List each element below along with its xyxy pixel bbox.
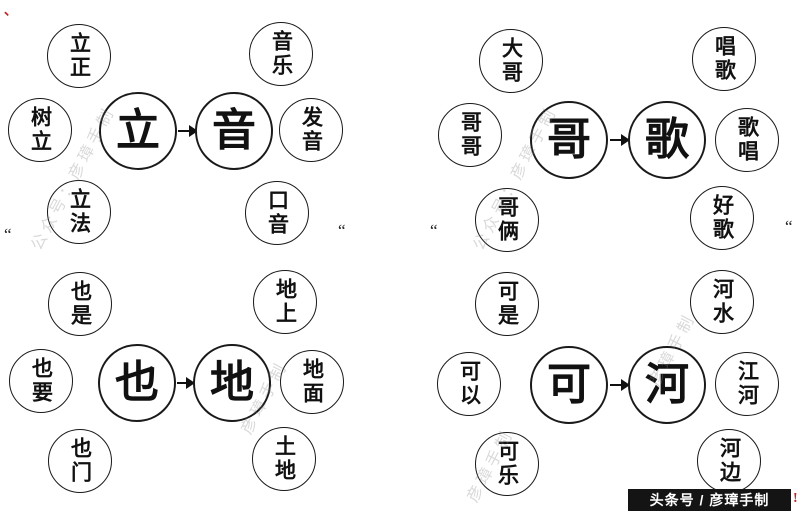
quote-mark: “ [430, 221, 438, 240]
word-label: 也是 [68, 280, 93, 328]
word-circle-shuli: 树立 [8, 98, 72, 162]
word-label: 地上 [273, 278, 298, 326]
word-label: 河边 [717, 437, 742, 485]
word-label: 河水 [710, 278, 735, 326]
word-label: 立正 [67, 32, 92, 80]
word-label: 口音 [265, 189, 290, 237]
right-arrow-icon [177, 377, 195, 389]
word-circle-fayin: 发音 [279, 98, 343, 162]
word-label: 发音 [299, 106, 324, 154]
word-circle-yeyao: 也要 [9, 349, 73, 413]
word-label: 地面 [300, 358, 325, 406]
word-circle-jianghe: 江河 [715, 352, 779, 416]
word-label: 江河 [735, 360, 760, 408]
char-label: 地 [210, 358, 254, 407]
word-circle-kouyin: 口音 [245, 181, 309, 245]
credit-banner-text: 头条号 / 彦璋手制 [649, 492, 770, 508]
right-arrow-icon [610, 379, 630, 391]
word-label: 歌唱 [735, 116, 760, 164]
word-circle-kele: 可乐 [475, 432, 539, 496]
word-circle-yeshi: 也是 [48, 272, 112, 336]
word-label: 哥哥 [458, 111, 483, 159]
char-circle-he: 河 [628, 346, 706, 424]
word-circle-dage: 大哥 [479, 29, 543, 93]
red-corner-mark-bottom-right: ! [793, 491, 798, 506]
char-circle-li: 立 [99, 92, 177, 170]
char-label: 可 [547, 360, 591, 409]
quote-mark: “ [4, 225, 12, 244]
word-label: 也门 [68, 437, 93, 485]
char-label: 也 [115, 358, 159, 407]
word-label: 好歌 [710, 194, 735, 242]
word-circle-keyi: 可以 [437, 352, 501, 416]
word-label: 可乐 [495, 440, 520, 488]
word-circle-changge: 唱歌 [692, 27, 756, 91]
word-circle-dishang: 地上 [253, 270, 317, 334]
word-label: 可是 [495, 280, 520, 328]
word-label: 土地 [272, 435, 297, 483]
word-label: 可以 [457, 360, 482, 408]
word-label: 唱歌 [712, 35, 737, 83]
word-label: 音乐 [269, 30, 294, 78]
word-circle-haoge: 好歌 [690, 186, 754, 250]
quote-mark: “ [338, 221, 346, 240]
word-circle-hebian: 河边 [697, 429, 761, 493]
word-label: 也要 [29, 357, 54, 405]
word-circle-gelia: 哥俩 [475, 188, 539, 252]
word-circle-tudi: 土地 [252, 427, 316, 491]
right-arrow-icon [178, 125, 198, 137]
word-circle-gechang: 歌唱 [715, 108, 779, 172]
word-circle-heshui: 河水 [690, 270, 754, 334]
word-label: 哥俩 [495, 196, 520, 244]
word-circle-yinyue: 音乐 [249, 22, 313, 86]
char-label: 音 [212, 106, 256, 155]
char-label: 河 [645, 360, 689, 409]
char-circle-yin: 音 [195, 92, 273, 170]
quote-mark: “ [785, 217, 793, 236]
word-circle-dimian: 地面 [280, 350, 344, 414]
word-label: 树立 [28, 106, 53, 154]
char-circle-ye: 也 [98, 344, 176, 422]
char-label: 立 [116, 106, 160, 155]
word-label: 大哥 [499, 37, 524, 85]
word-circle-lifa: 立法 [47, 180, 111, 244]
char-circle-ke: 可 [530, 346, 608, 424]
credit-banner: 头条号 / 彦璋手制 [628, 489, 791, 511]
char-label: 哥 [547, 115, 591, 164]
word-circle-gege: 哥哥 [438, 103, 502, 167]
char-circle-ge-target: 歌 [628, 101, 706, 179]
word-circle-lizheng: 立正 [47, 24, 111, 88]
char-circle-ge-source: 哥 [530, 101, 608, 179]
char-label: 歌 [645, 115, 689, 164]
word-label: 立法 [67, 188, 92, 236]
word-circle-keshi: 可是 [475, 272, 539, 336]
red-corner-mark-top-left: 、 [4, 3, 18, 18]
char-circle-di: 地 [193, 344, 271, 422]
right-arrow-icon [610, 134, 630, 146]
word-circle-yemen: 也门 [48, 429, 112, 493]
